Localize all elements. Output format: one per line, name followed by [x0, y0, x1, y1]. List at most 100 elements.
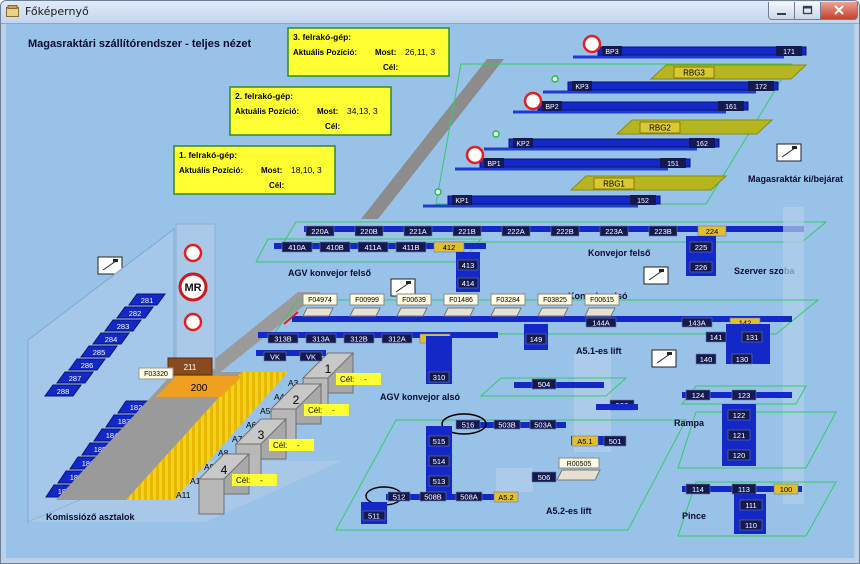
conv-cell[interactable] [452, 225, 482, 237]
status-circle-bp3[interactable] [582, 34, 602, 54]
status-circle-mr-top[interactable] [183, 243, 203, 263]
shelf-row[interactable] [508, 138, 720, 148]
conv-cell[interactable] [739, 519, 763, 531]
f-code-tag[interactable] [443, 293, 479, 306]
conv-cell[interactable] [493, 419, 521, 430]
conv-cell[interactable] [739, 499, 763, 511]
conv-cell[interactable] [267, 333, 299, 344]
conv-cell[interactable] [299, 351, 323, 362]
monitor-icon[interactable] [390, 278, 416, 297]
conv-cell[interactable] [455, 491, 483, 502]
mr-badge[interactable] [178, 272, 208, 302]
conv-cell[interactable] [362, 510, 386, 521]
conv-cell[interactable] [571, 435, 599, 447]
conv-cell[interactable] [319, 241, 351, 253]
table-cell[interactable] [104, 319, 142, 332]
conv-cell[interactable] [428, 475, 450, 487]
ramp-cel-box[interactable] [336, 373, 381, 385]
table-cell[interactable] [68, 358, 106, 371]
conv-cell[interactable] [428, 455, 450, 467]
monitor-icon[interactable] [651, 349, 677, 368]
status-circle-bp2[interactable] [523, 91, 543, 111]
monitor-icon[interactable] [776, 143, 802, 162]
conv-cell[interactable] [599, 225, 629, 237]
conv-cell[interactable] [705, 331, 727, 343]
conv-cell[interactable] [305, 333, 337, 344]
conv-cell[interactable] [455, 419, 481, 430]
shelf-row[interactable] [479, 158, 691, 168]
conv-cell[interactable] [357, 241, 389, 253]
r-code-tag[interactable] [558, 457, 600, 469]
conv-cell[interactable] [773, 483, 799, 495]
conv-cell[interactable] [263, 351, 287, 362]
f-code-tag[interactable] [537, 293, 573, 306]
conv-cell[interactable] [387, 491, 411, 502]
minimize-button[interactable] [768, 2, 795, 20]
table-cell[interactable] [44, 384, 82, 397]
table-cell[interactable] [116, 306, 154, 319]
maximize-button[interactable] [794, 2, 821, 20]
conv-cell[interactable] [419, 491, 447, 502]
conv-cell[interactable] [681, 317, 713, 328]
monitor-icon[interactable] [643, 266, 669, 285]
shelf-row[interactable] [537, 101, 749, 111]
conv-cell[interactable] [531, 471, 557, 483]
status-circle-mr-bottom[interactable] [183, 312, 203, 332]
conv-cell[interactable] [433, 241, 465, 253]
table-cell[interactable] [80, 345, 118, 358]
conv-cell[interactable] [501, 225, 531, 237]
f-code-tag[interactable] [584, 293, 620, 306]
conv-cell[interactable] [381, 333, 413, 344]
conv-cell[interactable] [493, 491, 519, 503]
conv-cell[interactable] [689, 241, 713, 253]
conv-cell[interactable] [354, 225, 384, 237]
conv-cell[interactable] [529, 419, 557, 430]
crane-info-box[interactable] [287, 27, 450, 77]
tag-f03320[interactable] [138, 367, 174, 380]
f-code-tag[interactable] [302, 293, 338, 306]
conv-cell[interactable] [585, 317, 617, 328]
ramp-cel-box[interactable] [232, 474, 277, 486]
conv-cell[interactable] [395, 241, 427, 253]
f-code-tag[interactable] [349, 293, 385, 306]
conv-cell[interactable] [550, 225, 580, 237]
conv-cell[interactable] [428, 371, 450, 383]
conv-cell[interactable] [731, 353, 753, 365]
table-cell[interactable] [128, 293, 166, 306]
conv-cell[interactable] [727, 449, 751, 461]
crane-info-box[interactable] [173, 145, 336, 195]
conv-cell[interactable] [457, 277, 479, 289]
conv-cell[interactable] [727, 429, 751, 441]
f-code-tag[interactable] [490, 293, 526, 306]
conv-cell[interactable] [648, 225, 678, 237]
block-211[interactable] [167, 357, 213, 376]
conv-cell[interactable] [403, 225, 433, 237]
close-button[interactable] [820, 2, 858, 20]
conv-cell[interactable] [428, 435, 450, 447]
conv-cell[interactable] [603, 435, 627, 447]
conv-cell[interactable] [727, 409, 751, 421]
conv-cell[interactable] [695, 353, 717, 365]
conv-cell[interactable] [731, 389, 757, 401]
conv-cell[interactable] [281, 241, 313, 253]
conv-cell[interactable] [685, 483, 711, 495]
ramp-cel-box[interactable] [269, 439, 314, 451]
monitor-icon[interactable] [97, 256, 123, 275]
crane-info-box[interactable] [229, 86, 392, 136]
conv-cell[interactable] [343, 333, 375, 344]
status-circle-bp1[interactable] [465, 145, 485, 165]
ramp-cel-box[interactable] [304, 404, 349, 416]
conv-cell[interactable] [531, 378, 557, 390]
table-cell[interactable] [92, 332, 130, 345]
conv-cell[interactable] [685, 389, 711, 401]
conv-cell[interactable] [525, 333, 547, 345]
conv-cell[interactable] [305, 225, 335, 237]
conv-cell[interactable] [457, 259, 479, 271]
shelf-row[interactable] [567, 81, 779, 91]
conv-cell[interactable] [689, 261, 713, 273]
shelf-row[interactable] [597, 46, 807, 56]
f-code-tag[interactable] [396, 293, 432, 306]
conv-cell[interactable] [741, 331, 763, 343]
table-cell[interactable] [56, 371, 94, 384]
shelf-row[interactable] [447, 195, 661, 205]
